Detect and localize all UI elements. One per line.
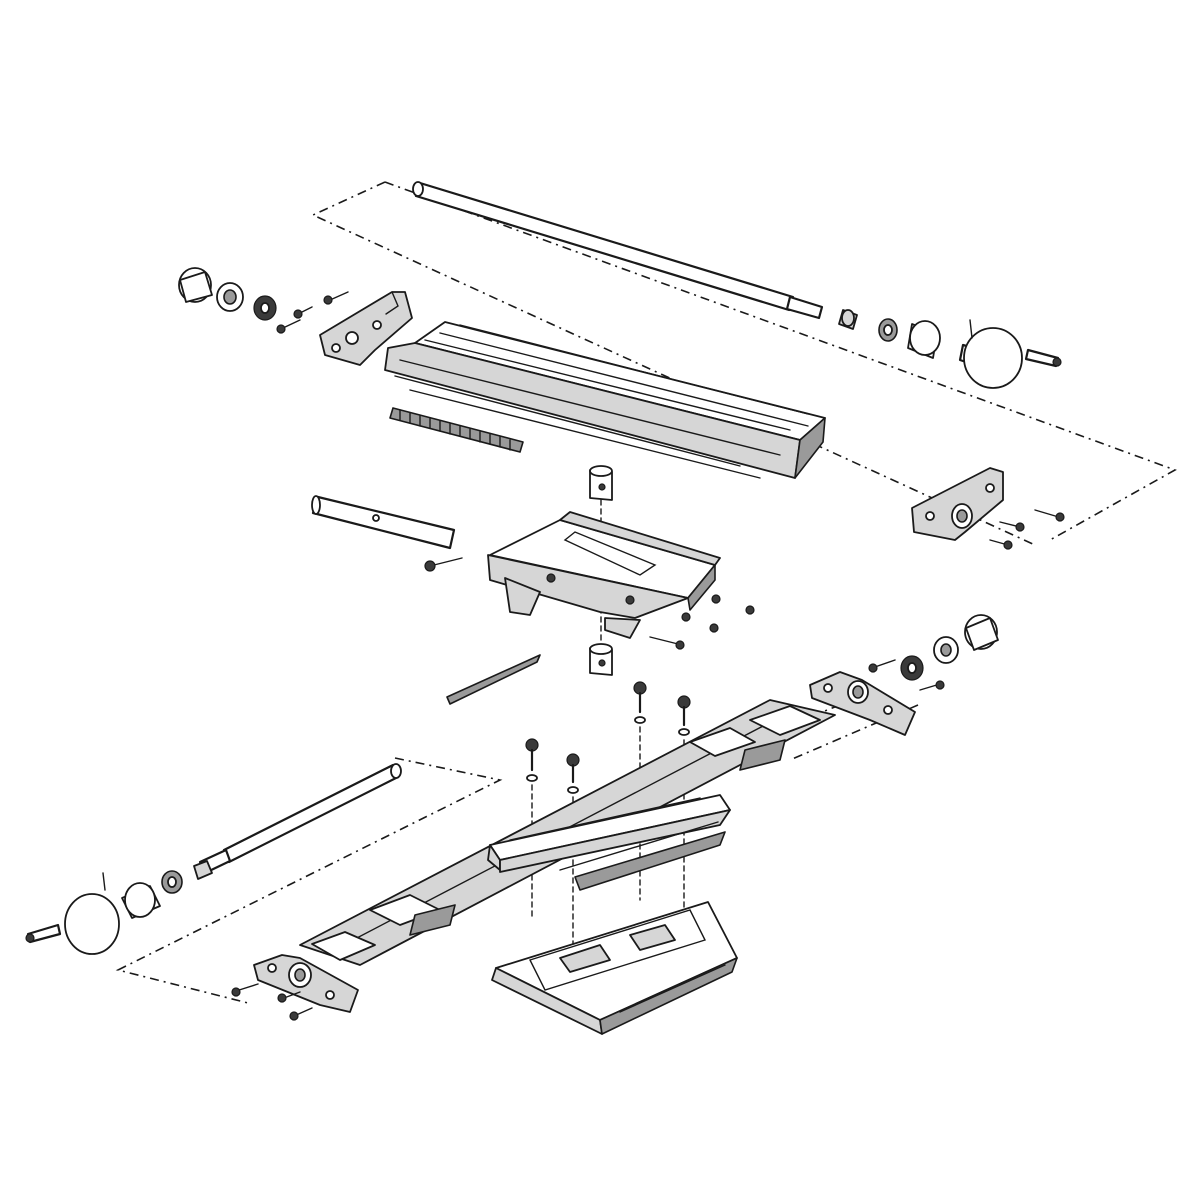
- upper-left-parts: [178, 267, 349, 334]
- upper-dashed-guides: [311, 181, 1177, 546]
- lower-leadscrew: [198, 763, 402, 875]
- center-gib-strip: [446, 654, 541, 705]
- upper-leadscrew: [412, 181, 824, 320]
- lower-right-bracket: [809, 671, 916, 736]
- lower-base-plate: [491, 901, 738, 1035]
- lower-saddle: [487, 794, 731, 891]
- center-screw-left: [424, 557, 463, 572]
- lower-left-parts: [25, 860, 213, 955]
- center-saddle: [487, 511, 721, 639]
- lower-left-bracket: [253, 954, 359, 1013]
- upper-right-bracket: [911, 467, 1004, 541]
- center-small-screws: [649, 594, 755, 650]
- upper-right-screws: [989, 509, 1065, 550]
- lower-right-parts: [868, 614, 999, 691]
- upper-right-parts: [838, 309, 1062, 389]
- upper-left-bracket: [319, 291, 413, 366]
- center-gib-bar: [311, 495, 456, 550]
- center-upper-nut: [589, 465, 613, 501]
- upper-rack: [389, 407, 524, 453]
- lower-left-screws: [231, 983, 313, 1021]
- upper-table: [384, 321, 826, 479]
- center-bottom-nut: [589, 643, 613, 676]
